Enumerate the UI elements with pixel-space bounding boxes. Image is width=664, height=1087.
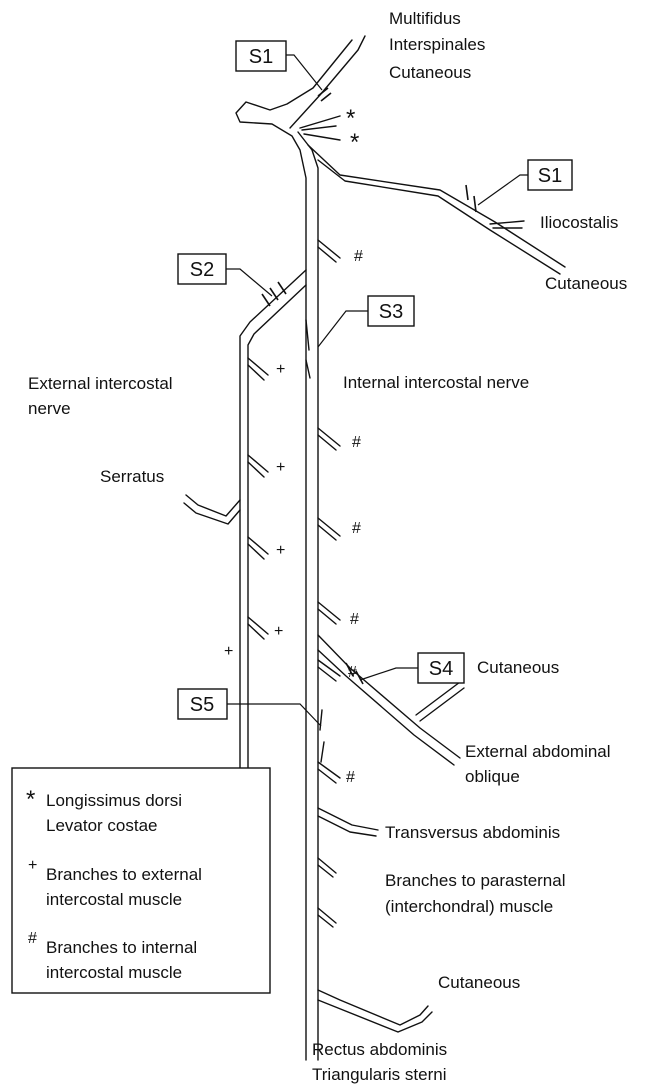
internal-branch-5 <box>318 660 340 681</box>
label-rectus: Rectus abdominis <box>312 1040 447 1059</box>
legend-star-symbol: * <box>26 786 35 813</box>
label-serratus: Serratus <box>100 467 164 486</box>
label-cutaneous-lateral-dorsal: Cutaneous <box>545 274 627 293</box>
hash-symbol-4: # <box>350 611 359 628</box>
branch-symbols: * * # # # # # # + + + + + <box>224 105 363 786</box>
site-label-s1-right: S1 <box>538 165 562 187</box>
hash-symbol-2: # <box>352 434 361 451</box>
legend-hash-symbol: # <box>28 930 37 947</box>
plus-symbol-2: + <box>276 459 285 476</box>
plus-symbol-5: + <box>224 643 233 660</box>
star-symbol-1: * <box>346 105 355 132</box>
hash-symbol-6: # <box>346 769 355 786</box>
label-parasternal-2: (interchondral) muscle <box>385 897 553 916</box>
legend-box: * Longissimus dorsi Levator costae + Bra… <box>12 768 270 993</box>
label-triangularis: Triangularis sterni <box>312 1065 446 1084</box>
label-external-oblique-1: External abdominal <box>465 742 611 761</box>
external-branch-4 <box>248 617 268 639</box>
site-label-s1-top: S1 <box>249 46 273 68</box>
trunk-right-edge <box>298 132 318 1060</box>
lateral-dorsal-branch <box>308 145 565 274</box>
legend-star-line2: Levator costae <box>46 816 158 835</box>
site-label-s3: S3 <box>379 301 403 323</box>
label-internal-intercostal: Internal intercostal nerve <box>343 373 529 392</box>
site-box-s3: S3 <box>368 296 414 326</box>
legend-hash-line1: Branches to internal <box>46 938 197 957</box>
parasternal-branch-2 <box>318 908 336 927</box>
legend-hash-line2: intercostal muscle <box>46 963 182 982</box>
label-iliocostalis: Iliocostalis <box>540 213 618 232</box>
internal-branch-3 <box>318 518 340 540</box>
serratus-branch <box>184 495 240 524</box>
anterior-cutaneous-branch <box>318 990 432 1032</box>
site-label-s4: S4 <box>429 658 453 680</box>
site-box-s4: S4 <box>418 653 464 683</box>
site-box-s1-top: S1 <box>236 41 286 71</box>
external-branch-2 <box>248 455 268 477</box>
site-label-s5: S5 <box>190 694 214 716</box>
hash-symbol-3: # <box>352 520 361 537</box>
label-external-oblique-2: oblique <box>465 767 520 786</box>
legend-plus-line1: Branches to external <box>46 865 202 884</box>
label-cutaneous-anterior: Cutaneous <box>438 973 520 992</box>
plus-symbol-4: + <box>274 623 283 640</box>
plus-symbol-1: + <box>276 361 285 378</box>
internal-branch-6 <box>318 762 340 783</box>
s5-region <box>320 710 324 762</box>
legend-plus-symbol: + <box>28 857 37 874</box>
internal-branch-2 <box>318 428 340 450</box>
parasternal-branch-1 <box>318 858 336 877</box>
external-branch-3 <box>248 537 268 559</box>
site-box-s1-right: S1 <box>528 160 572 190</box>
transversus-branch <box>318 808 378 836</box>
external-branch-1 <box>248 358 268 380</box>
internal-branch-4 <box>318 602 340 624</box>
label-multifidus: Multifidus <box>389 9 461 28</box>
label-cutaneous-lateral: Cutaneous <box>477 658 559 677</box>
site-box-s5: S5 <box>178 689 227 719</box>
hash-symbol-5: # <box>348 664 357 681</box>
internal-branch-1 <box>318 240 340 262</box>
label-parasternal-1: Branches to parasternal <box>385 871 566 890</box>
site-label-s2: S2 <box>190 259 214 281</box>
label-cutaneous-dorsal: Cutaneous <box>389 63 471 82</box>
label-external-intercostal-1: External intercostal <box>28 374 173 393</box>
label-external-intercostal-2: nerve <box>28 399 71 418</box>
lateral-cutaneous-twig <box>416 682 464 721</box>
hash-symbol-1: # <box>354 248 363 265</box>
plus-symbol-3: + <box>276 542 285 559</box>
star-symbol-2: * <box>350 129 359 156</box>
label-transversus: Transversus abdominis <box>385 823 560 842</box>
legend-star-line1: Longissimus dorsi <box>46 791 182 810</box>
label-interspinales: Interspinales <box>389 35 485 54</box>
star-branches <box>300 116 340 140</box>
site-box-s2: S2 <box>178 254 226 284</box>
legend-plus-line2: intercostal muscle <box>46 890 182 909</box>
